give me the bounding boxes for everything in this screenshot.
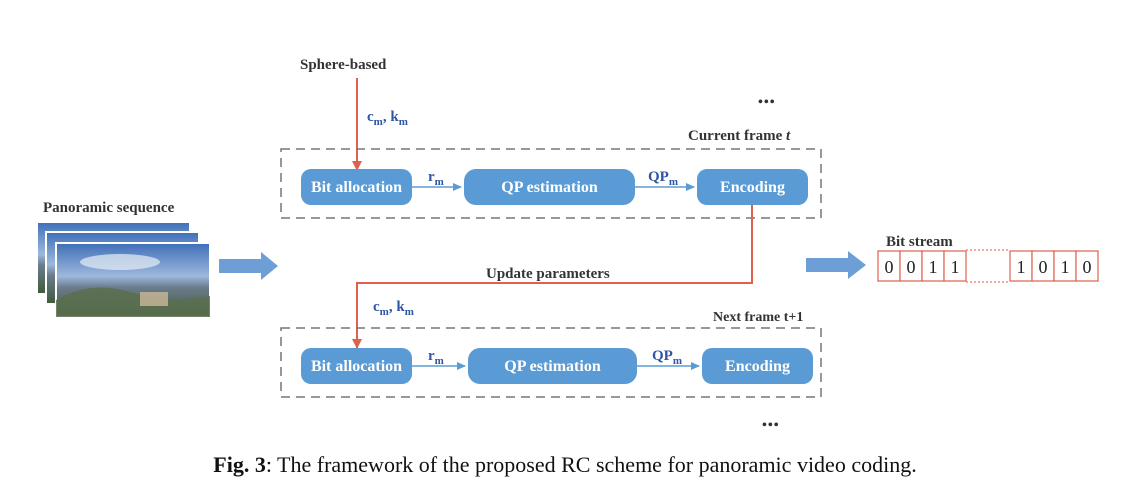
- bits-right-bit-3: 0: [1083, 257, 1092, 277]
- rm-param-next: rm: [428, 348, 444, 367]
- rm-param-current: rm: [428, 169, 444, 188]
- ellipsis-bottom: •••: [762, 418, 780, 433]
- input-arrow: [219, 252, 278, 280]
- bit-stream-label: Bit stream: [886, 234, 953, 250]
- update-parameters-arrow: [352, 205, 753, 349]
- qp-estimation-label-next: QP estimation: [504, 358, 601, 375]
- encoding-block-current: [697, 169, 808, 205]
- caption-prefix: Fig. 3: [213, 452, 266, 477]
- ellipsis-top: •••: [758, 95, 776, 110]
- caption-text: : The framework of the proposed RC schem…: [265, 452, 917, 477]
- cm-km-param-top: cm, km: [367, 109, 408, 128]
- qp-estimation-label-current: QP estimation: [501, 179, 598, 196]
- qpm-param-current: QPm: [648, 169, 678, 188]
- panorama-cloud: [80, 254, 160, 270]
- bits-left-bit-1: 0: [907, 257, 916, 277]
- panoramic-sequence-label: Panoramic sequence: [43, 200, 175, 216]
- bits-right-cell-3: [1075, 250, 1099, 282]
- panoramic-frames-stack: [36, 221, 211, 318]
- cm-km-param-bottom: cm, km: [373, 299, 414, 318]
- figure-caption: Fig. 3: The framework of the proposed RC…: [0, 452, 1130, 478]
- framework-diagram: Panoramic sequence Sphere-based cm, km •…: [36, 57, 1099, 433]
- bit-allocation-block-next: [301, 348, 412, 384]
- bits-left-bit-2: 1: [929, 257, 938, 277]
- encoding-block-next: [702, 348, 813, 384]
- sphere-based-label: Sphere-based: [300, 57, 387, 73]
- encoding-label-next: Encoding: [725, 358, 790, 375]
- bit-allocation-label-current: Bit allocation: [311, 179, 402, 196]
- qp-estimation-block-current: [464, 169, 635, 205]
- bits-left-bit-3: 1: [951, 257, 960, 277]
- next-frame-box: [280, 327, 822, 398]
- current-frame-box: [280, 148, 822, 219]
- panorama-buildings: [140, 292, 168, 306]
- current-frame-label: Current frame t: [688, 128, 791, 144]
- bit-allocation-block-current: [301, 169, 412, 205]
- output-arrow: [806, 251, 866, 279]
- qpm-param-next: QPm: [652, 348, 682, 367]
- bits-right-bit-0: 1: [1017, 257, 1026, 277]
- bit-allocation-label-next: Bit allocation: [311, 358, 402, 375]
- panorama-ground: [56, 287, 210, 317]
- qp-estimation-block-next: [468, 348, 637, 384]
- update-parameters-label: Update parameters: [486, 266, 610, 282]
- bits-right-bit-1: 0: [1039, 257, 1048, 277]
- bits-left-bit-0: 0: [885, 257, 894, 277]
- next-frame-label: Next frame t+1: [713, 310, 803, 325]
- bits-left-cell-3: [943, 250, 967, 282]
- encoding-label-current: Encoding: [720, 179, 785, 196]
- bits-right-bit-2: 1: [1061, 257, 1070, 277]
